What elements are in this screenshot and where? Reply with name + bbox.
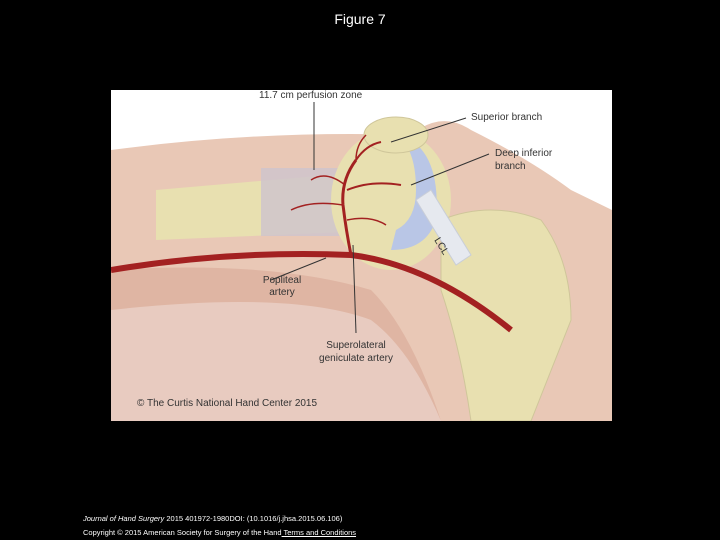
label-perfusion-zone: 11.7 cm perfusion zone	[259, 90, 363, 101]
leg-shadow	[111, 267, 441, 421]
label-superolateral-2: geniculate artery	[319, 353, 393, 364]
tibia	[440, 209, 572, 421]
label-deep-inferior-1: Deep inferior	[495, 148, 553, 159]
condyle-cartilage	[391, 140, 437, 250]
figure-copyright: © The Curtis National Hand Center 2015	[137, 398, 318, 409]
label-superolateral-1: Superolateral	[326, 340, 386, 351]
slide-title: Figure 7	[334, 11, 386, 27]
leader-deep-inferior	[410, 153, 490, 186]
leader-popliteal	[270, 257, 327, 281]
citation-line: Journal of Hand Surgery 2015 401972-1980…	[83, 514, 342, 523]
superior-branch	[355, 141, 382, 161]
terms-link[interactable]: Terms and Conditions	[281, 528, 357, 537]
knee-illustration: LCL	[111, 102, 612, 421]
label-popliteal-1: Popliteal	[262, 275, 302, 286]
label-superior-branch: Superior branch	[471, 112, 543, 123]
branch-4	[346, 217, 387, 226]
anatomical-figure: LCL 11.7 cm perfusion zone Superior bran…	[111, 90, 612, 421]
copyright-line: Copyright © 2015 American Society for Su…	[83, 528, 356, 537]
patella	[363, 116, 429, 154]
label-popliteal-2: artery	[269, 287, 295, 298]
label-deep-inferior-2: branch	[495, 161, 526, 172]
leader-superolateral	[352, 244, 357, 334]
citation-text: 2015 401972-1980DOI: (10.1016/j.jhsa.201…	[164, 514, 343, 523]
branch-1	[290, 202, 344, 211]
journal-name: Journal of Hand Surgery	[83, 514, 165, 523]
copyright-text: Copyright © 2015 American Society for Su…	[83, 528, 282, 537]
lcl-ligament	[415, 189, 472, 266]
branch-2	[310, 175, 346, 186]
leader-superior	[390, 117, 467, 143]
branch-3	[355, 134, 367, 161]
deep-inferior-branch	[346, 182, 402, 191]
